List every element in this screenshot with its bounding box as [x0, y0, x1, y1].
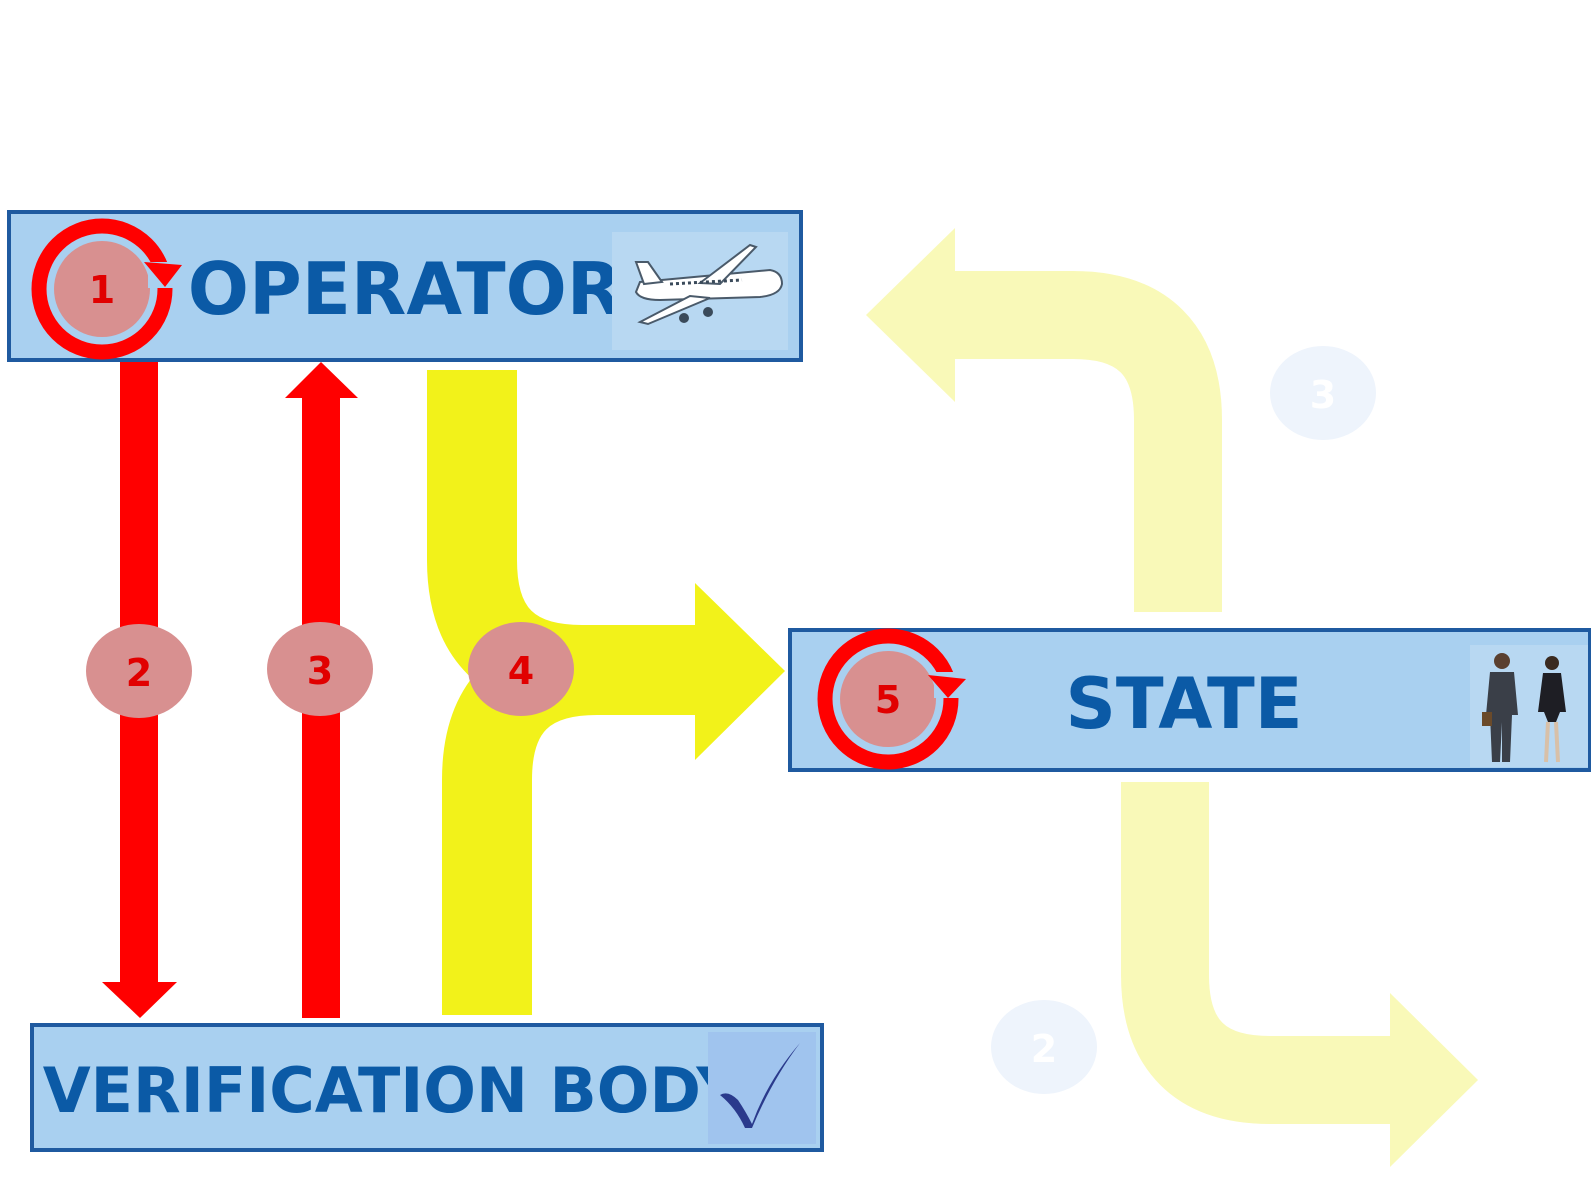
checkmark-icon — [708, 1032, 816, 1144]
operator-label: OPERATOR — [188, 247, 623, 331]
step-4-label: 4 — [508, 649, 534, 693]
faded-arrow-up-left — [866, 228, 1222, 612]
verification-body-label: VERIFICATION BODY — [43, 1054, 743, 1127]
faded-step-3-label: 3 — [1310, 373, 1336, 417]
faded-step-2-label: 2 — [1031, 1027, 1057, 1071]
step-2-label: 2 — [126, 651, 152, 695]
step-1-loop: 1 — [31, 218, 182, 360]
faded-step-3-badge: 3 — [1270, 346, 1376, 440]
step-2-badge: 2 — [86, 624, 192, 718]
verification-body-box: VERIFICATION BODY — [30, 1023, 824, 1152]
faded-step-2-badge: 2 — [991, 1000, 1097, 1094]
step-3-label: 3 — [307, 649, 333, 693]
airplane-icon — [612, 232, 788, 350]
faded-arrow-down-right — [1121, 782, 1478, 1167]
step-5-loop: 5 — [817, 628, 966, 770]
step-3-badge: 3 — [267, 622, 373, 716]
people-icon — [1470, 645, 1588, 767]
step-4-badge: 4 — [468, 622, 574, 716]
step-5-label: 5 — [875, 678, 901, 722]
step-1-label: 1 — [89, 268, 115, 312]
state-label: STATE — [1065, 663, 1302, 745]
